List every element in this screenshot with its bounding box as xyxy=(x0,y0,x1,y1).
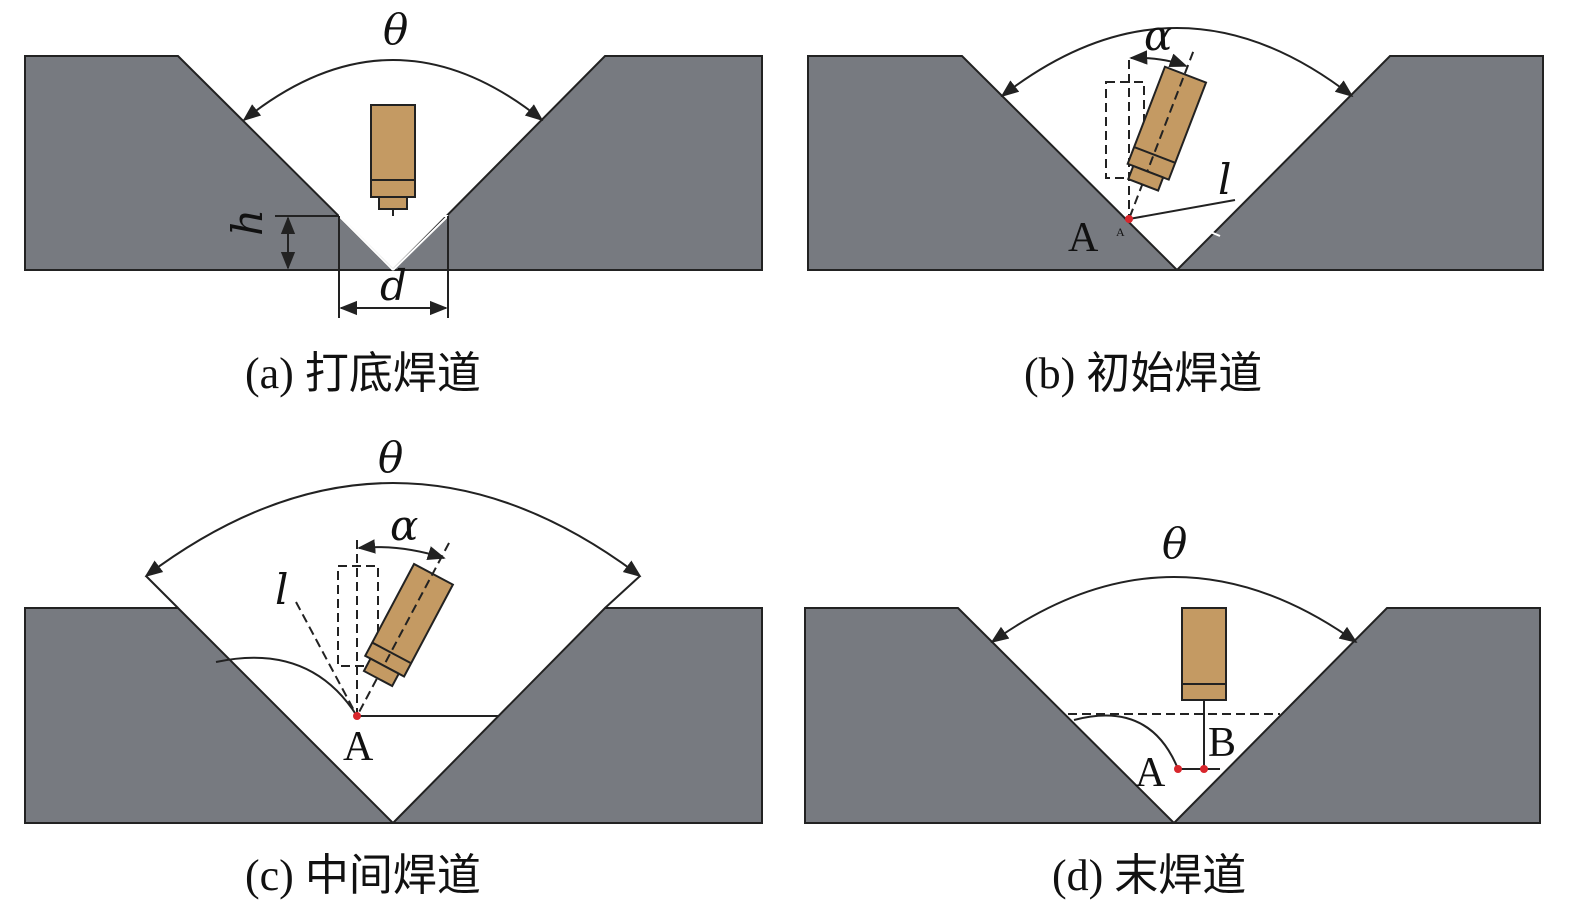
caption-a: (a) 打底焊道 xyxy=(245,349,481,398)
tilted-welding-torch xyxy=(356,542,455,717)
l-dashed-line xyxy=(295,601,358,717)
left-plate xyxy=(24,55,396,271)
caption-b: (b) 初始焊道 xyxy=(1024,349,1262,398)
point-a-dot xyxy=(1174,765,1182,773)
d-label: d xyxy=(380,261,407,310)
groove-angle-arc xyxy=(990,576,1358,644)
point-b-label: B xyxy=(1208,720,1236,766)
panel-d-final-pass: θ A B (d) 末焊道 xyxy=(804,519,1541,900)
previous-bead-curve xyxy=(215,656,358,717)
tilted-welding-torch xyxy=(1126,51,1208,220)
torch-tip xyxy=(378,196,408,210)
point-a-label: A xyxy=(1135,750,1166,796)
right-plate xyxy=(1171,607,1541,824)
groove-angle-theta-label: θ xyxy=(1162,519,1187,568)
h-label: h xyxy=(223,209,272,236)
groove-angle-arc xyxy=(144,482,642,578)
welding-torch xyxy=(1181,607,1227,701)
groove-left-white-line xyxy=(338,215,394,271)
groove-angle-theta-label: θ xyxy=(383,5,408,54)
l-label: l xyxy=(1218,155,1231,204)
right-plate xyxy=(1174,55,1544,271)
bead-curve xyxy=(1128,218,1221,237)
groove-angle-arc xyxy=(242,59,544,122)
groove-right-white-line xyxy=(392,215,449,271)
right-plate xyxy=(390,607,763,824)
panel-c-middle-pass: θ α l A (c) 中间焊道 xyxy=(24,433,763,900)
point-a-label: A xyxy=(343,724,374,770)
tilt-angle-alpha-label: α xyxy=(1144,11,1172,60)
panel-a-root-pass: θ h d (a) 打底焊道 xyxy=(24,5,763,398)
bead-curve xyxy=(1073,714,1179,770)
groove-angle-theta-label: θ xyxy=(378,433,403,482)
l-line xyxy=(1128,199,1236,220)
right-plate xyxy=(390,55,763,271)
caption-d: (d) 末焊道 xyxy=(1052,851,1246,900)
left-plate xyxy=(24,607,396,824)
point-a-label: A xyxy=(1068,215,1099,261)
caption-c: (c) 中间焊道 xyxy=(245,851,481,900)
tilt-angle-alpha-label: α xyxy=(390,501,418,550)
arc-end-left xyxy=(145,575,179,609)
groove-angle-arc xyxy=(1000,27,1354,98)
point-b-dot xyxy=(1200,765,1208,773)
point-a-small-label: A xyxy=(1116,225,1125,239)
tilt-angle-arc xyxy=(1129,50,1188,68)
welding-torch xyxy=(370,104,416,198)
panel-b-initial-pass: α l A A (b) 初始焊道 xyxy=(807,11,1544,398)
arc-end-right xyxy=(604,575,641,609)
tilt-angle-arc xyxy=(357,539,446,560)
l-label: l xyxy=(275,565,288,614)
point-a-dot xyxy=(1125,215,1133,223)
point-a-dot xyxy=(353,712,361,720)
